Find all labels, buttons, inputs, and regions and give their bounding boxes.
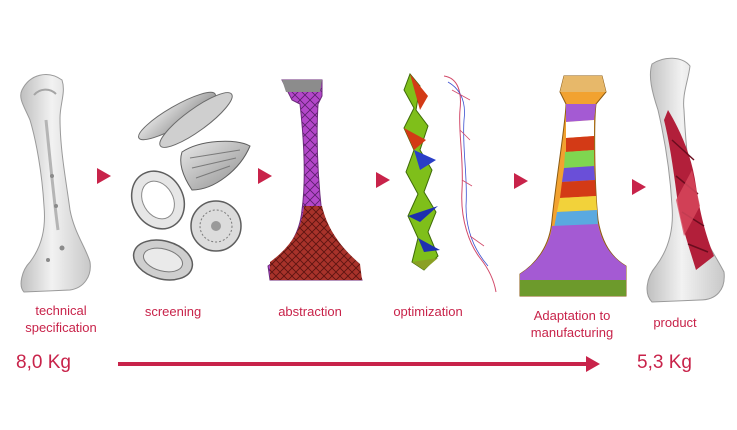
stage-label-abstraction: abstraction [278, 304, 342, 319]
stage-label-adaptation: Adaptation to manufacturing [516, 307, 628, 341]
stage-label-line: specification [25, 320, 97, 335]
stage-label-screening: screening [144, 304, 202, 319]
pillar-product-image [646, 57, 725, 303]
adaptation-banded-pillar-image [519, 75, 627, 297]
optimization-structure-image [403, 73, 497, 293]
stage-label-optimization: optimization [393, 304, 463, 319]
end-weight: 5,3 Kg [637, 352, 692, 373]
stage-label-line: technical [35, 303, 87, 318]
triangle-marker-icon [97, 168, 646, 195]
stage-label-line: manufacturing [530, 325, 614, 340]
start-weight: 8,0 Kg [16, 352, 71, 373]
pillar-original-image [20, 74, 91, 293]
stage-label-technical-specification: technical specification [14, 302, 108, 336]
stage-label-product: product [653, 315, 697, 330]
abstraction-lattice-image [267, 79, 363, 281]
arrow-right-icon [118, 356, 600, 372]
stage-label-line: Adaptation to [533, 308, 611, 323]
screening-diatoms-image [130, 91, 251, 281]
